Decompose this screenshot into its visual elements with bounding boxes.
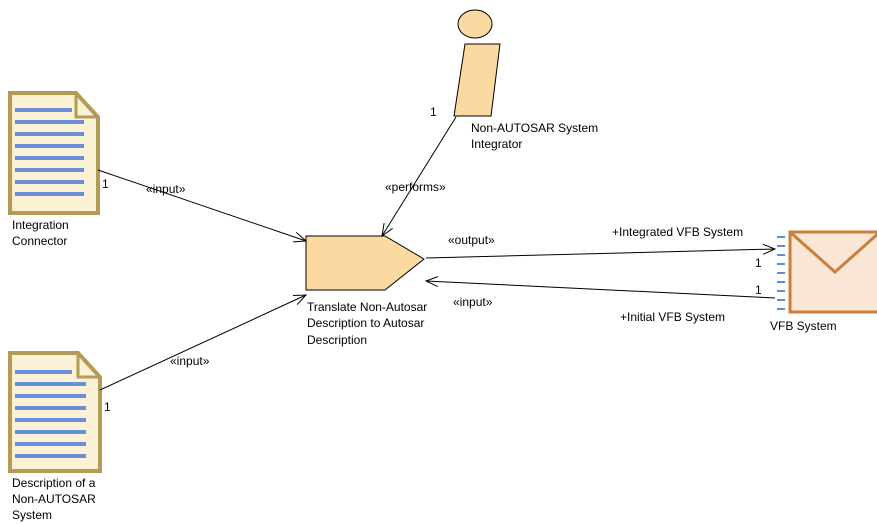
input-connector-stereotype: «input» <box>146 182 186 196</box>
vfb-system-label: VFB System <box>770 319 837 333</box>
integration-connector-label-line1: Integration <box>12 218 69 232</box>
output-vfb-stereotype: «output» <box>448 233 495 247</box>
input-vfb-stereotype: «input» <box>453 295 493 309</box>
task-label-line1: Translate Non-Autosar <box>307 300 427 314</box>
input-description-stereotype: «input» <box>170 354 210 368</box>
relation-input-vfb[interactable]: «input» +Initial VFB System 1 <box>426 281 776 324</box>
relation-output-vfb[interactable]: «output» +Integrated VFB System 1 <box>425 225 775 270</box>
artifact-integration-connector[interactable]: Integration Connector <box>8 91 100 248</box>
input-vfb-role: +Initial VFB System <box>620 310 725 324</box>
role-body-icon <box>453 43 501 117</box>
task-shape <box>305 235 425 291</box>
input-vfb-multiplicity: 1 <box>755 283 762 297</box>
role-head-icon <box>457 9 493 39</box>
description-label-line2: Non-AUTOSAR <box>12 492 96 506</box>
performs-multiplicity: 1 <box>430 105 437 119</box>
description-label-line3: System <box>12 508 52 522</box>
integration-connector-label-line2: Connector <box>12 234 67 248</box>
integrator-label-line1: Non-AUTOSAR System <box>471 121 598 135</box>
integrator-label-line2: Integrator <box>471 137 522 151</box>
description-label-line1: Description of a <box>12 476 96 490</box>
relation-input-description[interactable]: 1 «input» <box>99 295 306 414</box>
output-vfb-multiplicity: 1 <box>755 256 762 270</box>
input-description-multiplicity: 1 <box>104 400 111 414</box>
role-integrator[interactable]: Non-AUTOSAR System Integrator <box>453 9 598 151</box>
relation-input-connector[interactable]: 1 «input» <box>97 169 306 241</box>
task-label-line3: Description <box>307 333 367 347</box>
port-marks <box>777 236 785 310</box>
task-translate[interactable]: Translate Non-Autosar Description to Aut… <box>305 235 427 347</box>
input-connector-multiplicity: 1 <box>102 177 109 191</box>
artifact-vfb-system[interactable]: VFB System <box>770 230 877 333</box>
document-text-lines <box>15 108 84 196</box>
task-label-line2: Description to Autosar <box>307 316 424 330</box>
document-text-lines <box>15 370 86 458</box>
artifact-description[interactable]: Description of a Non-AUTOSAR System <box>8 351 102 522</box>
relation-performs[interactable]: 1 «performs» <box>382 105 457 236</box>
output-vfb-role: +Integrated VFB System <box>612 225 743 239</box>
performs-stereotype: «performs» <box>385 180 446 194</box>
